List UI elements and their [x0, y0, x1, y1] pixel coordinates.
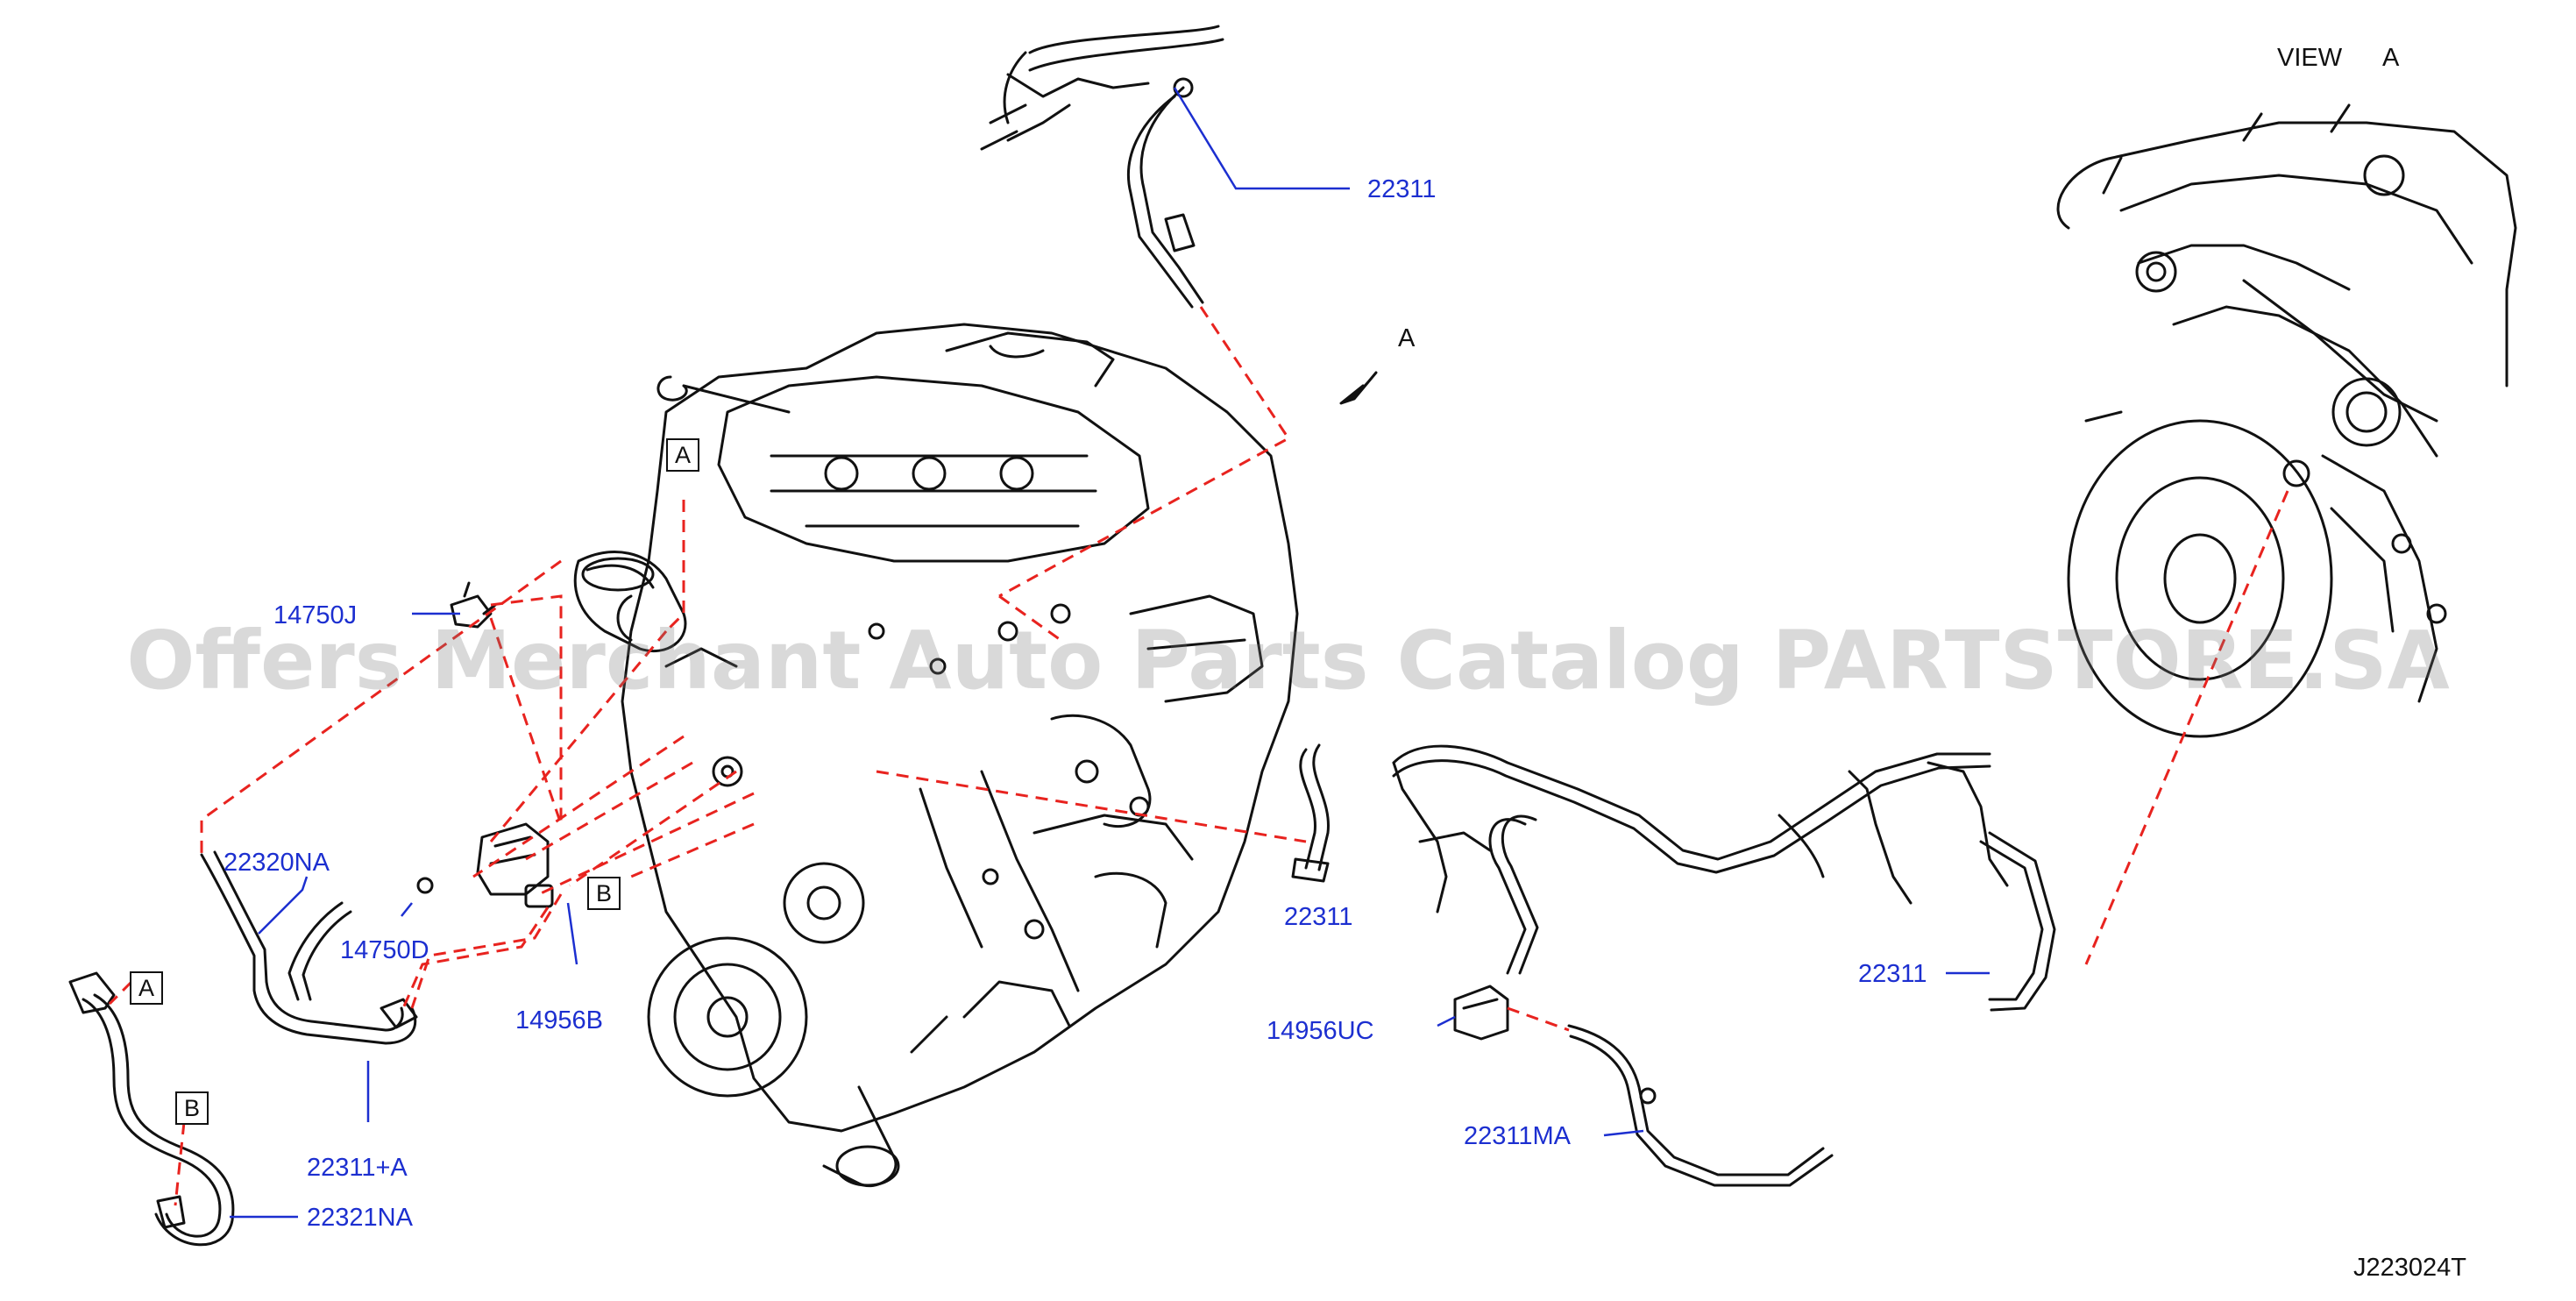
label-leaders — [230, 87, 1990, 1219]
callout-box-a-lower: A — [130, 971, 163, 1005]
small-parts-left — [68, 581, 1330, 1247]
part-label-22311-right: 22311 — [1858, 960, 1927, 988]
part-label-14750j: 14750J — [273, 601, 358, 629]
callout-box-a: A — [666, 438, 699, 472]
view-arrow-label: A — [1398, 324, 1416, 352]
part-label-22311-mid: 22311 — [1284, 903, 1353, 931]
harness-center — [1392, 744, 2056, 1187]
part-label-22311ma: 22311MA — [1464, 1122, 1571, 1150]
part-label-22311-top: 22311 — [1367, 175, 1437, 203]
view-letter: A — [2382, 44, 2400, 72]
part-label-22320na: 22320NA — [224, 849, 330, 877]
drawing-id: J223024T — [2353, 1254, 2466, 1282]
part-label-22311-plus-a: 22311+A — [307, 1154, 408, 1182]
harness-top — [980, 25, 1224, 309]
view-title: VIEW — [2277, 44, 2343, 72]
part-label-14956b: 14956B — [515, 1006, 603, 1034]
part-label-14750d: 14750D — [340, 936, 429, 964]
engine-view-a — [2056, 103, 2517, 738]
engine-illustration — [573, 323, 1299, 1188]
part-label-22321na: 22321NA — [307, 1204, 413, 1232]
callout-box-b-lower: B — [175, 1091, 209, 1125]
part-label-14956uc: 14956UC — [1267, 1017, 1374, 1045]
dashed-leaders — [108, 306, 2289, 1206]
callout-box-b: B — [587, 877, 621, 910]
view-a-arrow-icon — [1339, 371, 1378, 405]
